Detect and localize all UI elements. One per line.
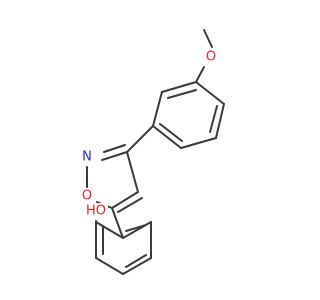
ring-inner-bond (209, 105, 218, 133)
ring-bond (180, 137, 217, 149)
ring-bond (161, 81, 197, 93)
c3-n-double-bond (101, 151, 128, 161)
ring-bond (95, 257, 124, 275)
ring-bond (152, 91, 163, 127)
o-aryl-bond (195, 66, 205, 83)
c4-c3-bond (126, 151, 139, 193)
isoxazole-ring (86, 144, 143, 213)
hydroxyl-label: HO (86, 204, 106, 219)
c3-n-double-bond-inner (103, 144, 126, 153)
atom-label-nitrogen: N (80, 149, 94, 165)
nitrogen-label: N (82, 150, 92, 165)
isoxazole-phenol-bond (111, 207, 124, 239)
ring-bond (215, 103, 225, 139)
atom-label-oxygen-ring: O (80, 188, 94, 204)
methoxyphenyl-ring (152, 81, 225, 149)
ring-bond (95, 221, 124, 239)
atom-label-hydroxyl: HO (84, 203, 108, 219)
ring-inner-bond (125, 254, 147, 268)
ring-inner-bond (167, 89, 197, 99)
aryl-isoxazole-bond (126, 125, 154, 153)
ring-inner-bond (159, 123, 183, 142)
c5-c4-double-bond (111, 191, 139, 209)
methyl-o-bond (203, 29, 213, 48)
c5-c4-double-bond-inner (117, 197, 143, 213)
ring-inner-bond (125, 224, 147, 232)
phenol-ring (95, 221, 152, 275)
ring-bond (152, 125, 182, 149)
ring-bond (195, 81, 225, 105)
ring-bond (122, 257, 152, 275)
molecule-structure-diagram: O N O HO (80, 29, 225, 275)
oxygen-methoxy-label: O (206, 50, 216, 65)
oxygen-ring-label: O (82, 189, 92, 204)
methoxy-group (195, 29, 213, 83)
atom-label-oxygen-methoxy: O (204, 48, 218, 65)
